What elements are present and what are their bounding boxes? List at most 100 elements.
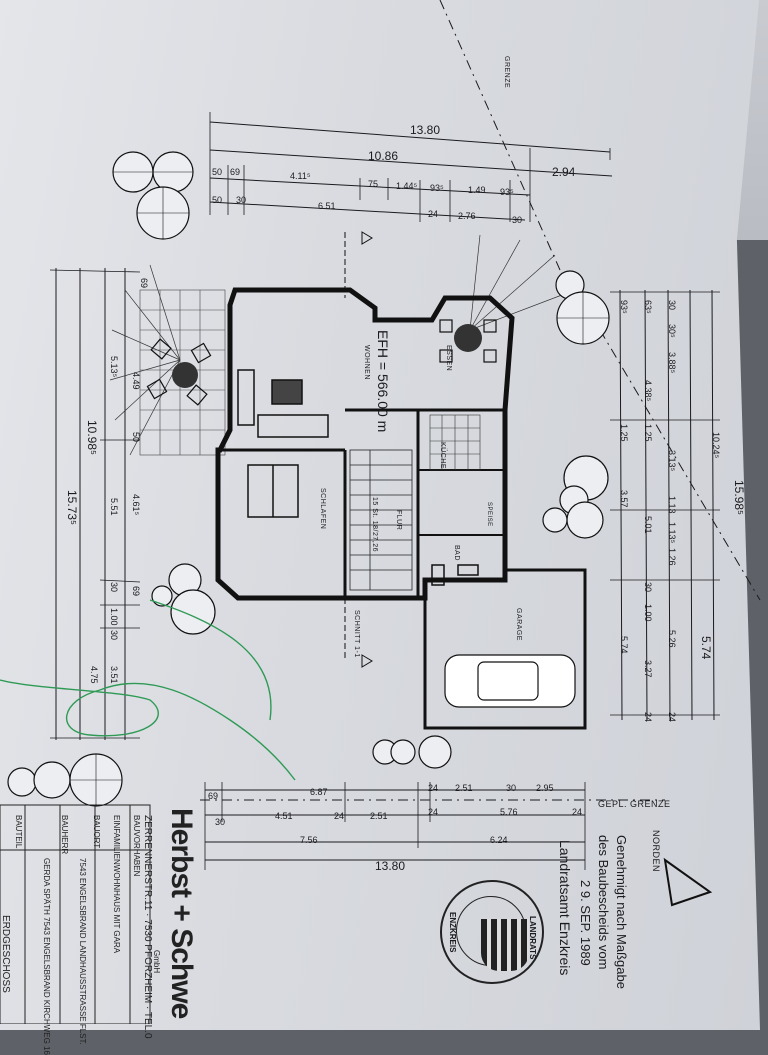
tb-label-bauvorhaben: BAUVORHABEN [132,815,141,877]
dim-left-10-98: 10.98⁵ [85,420,99,456]
dim-right-93: 93⁵ [619,300,629,314]
tb-label-bauherr: BAUHERR [60,815,69,855]
dim-right-5-01: 5.01 [643,516,653,534]
dim-right-overall: 15.98⁵ [732,480,746,516]
dim-bottom-7-56: 7.56 [300,835,318,845]
dim-right-4-38: 4.38⁵ [643,380,653,402]
tb-value-bauvorhaben: EINFAMILIENWOHNHAUS MIT GARA [112,815,121,954]
dim-right-3-27: 3.27 [643,660,653,678]
room-label-kueche: KÜCHE [439,442,446,470]
green-pen-scribble [0,599,296,781]
approval-date: 2 9. SEP. 1989 [578,880,593,966]
dim-left-overall: 15.73⁵ [65,490,79,526]
company-name: Herbst + Schwe [165,808,198,1019]
room-label-garage: GARAGE [515,608,522,641]
dim-right-5-74a: 5.74 [619,636,629,654]
dim-bottom4-2-51: 2.51 [370,811,388,821]
dim-right-5-26: 5.26 [667,630,677,648]
dim-top4-50: 50 [212,195,223,205]
dim-right-1-25b: 1.25 [643,424,653,442]
approval-line-2: des Baubescheids vom [596,835,611,970]
approval-authority: Landratsamt Enzkreis [557,840,573,976]
official-seal: LANDRATS ENZKREIS [440,880,544,984]
dim-bottom-6-24: 6.24 [490,835,508,845]
dim-top4-6-51: 6.51 [318,201,336,211]
schnitt-label: SCHNITT 1-1 [353,610,360,658]
dining-table [454,324,482,352]
dim-bottom3-30: 30 [506,783,517,793]
dim-bottom-overall: 13.80 [375,859,406,873]
dim-bottom3-24: 24 [428,783,439,793]
north-arrow-icon [663,857,713,907]
dim-right-10-24: 10.24⁵ [711,432,721,459]
grenze-label-top: GRENZE [503,56,510,89]
dim-top4-24: 24 [428,209,439,219]
dim-left-30: 30 [109,582,119,593]
dim-top-69: 69 [230,167,241,177]
dim-bottom4-30: 30 [215,817,226,827]
dim-top4-2-76: 2.76 [458,211,476,221]
dim-right-5-74b: 5.74 [699,636,713,660]
dim-bottom4-24b: 24 [428,807,439,817]
seal-text-top: LANDRATS [528,916,537,960]
tb-value-bauort: 7543 ENGELSBRAND LANDHAUSSTRASSE FLST. [78,858,87,1045]
seal-inner-ring [456,896,529,971]
garage-car [444,654,576,708]
dim-overall-top: 13.80 [410,123,441,137]
dim-top-75: 75 [368,179,379,189]
dim-bottom3-6-87: 6.87 [310,787,328,797]
tb-value-bauteil: ERDGESCHOSS [0,915,11,993]
dim-left-5-51: 5.51 [109,498,119,516]
company-address: ZERRENNERSTR.11 · 7530 PFORZHEIM · TEL.0 [142,815,153,1039]
dim-left-69b: 69 [131,586,141,597]
dim-right-1-25a: 1.25 [619,424,629,442]
dim-right-1-26: 1.26 [667,548,677,566]
seal-text-bottom: ENZKREIS [448,912,457,953]
dim-left-5-13: 5.13⁵ [109,356,119,378]
dim-top-93a: 93⁵ [430,183,444,193]
dim-top4-30: 30 [236,195,247,205]
floor-plan-drawing [0,0,761,907]
terrace-table [172,362,198,388]
dim-left-4-75: 4.75 [89,666,99,684]
north-label: NORDEN [651,830,661,873]
dim-left-1-00: 1.00 [109,608,119,626]
stairs-label: 15 St. 18/27,26 [371,497,378,552]
dim-bottom4-4-51: 4.51 [275,811,293,821]
company-suffix: GmbH [152,950,161,974]
dim-top-1-49: 1.49 [468,185,486,195]
dim-top-2-94: 2.94 [552,165,576,179]
dim-right-30: 30 [667,300,677,311]
dim-top-10-86: 10.86 [368,149,399,163]
room-label-speise: SPEISE [486,502,492,527]
dim-bottom4-24c: 24 [572,807,583,817]
dim-right-1-13: 1.13 [667,496,677,514]
dim-bottom4-24: 24 [334,811,345,821]
dim-top-1-44: 1.44⁵ [396,181,418,191]
dim-right-63: 63⁵ [643,300,653,314]
room-label-bad: BAD [453,545,460,561]
dim-right-3-57: 3.57 [619,490,629,508]
room-label-wohnen: WOHNEN [363,345,370,380]
dim-top-93b: 93⁵ [500,187,514,197]
dim-right-24b: 24 [667,712,677,723]
dim-right-3-13: 3.13⁵ [667,450,677,472]
dim-left-69: 69 [139,278,149,289]
dim-right-30b: 30 [643,582,653,593]
tb-label-bauteil: BAUTEIL [14,815,23,849]
dim-bottom3-2-95: 2.95 [536,783,554,793]
dim-top-50: 50 [212,167,223,177]
tb-label-bauort: BAUORT [92,815,101,849]
dim-left-4-49: 4.49 [131,372,141,390]
dim-top4-30b: 30 [512,215,523,225]
dim-bottom3-69: 69 [208,791,219,801]
room-label-flur: FLUR [395,510,402,531]
dim-bottom4-5-76: 5.76 [500,807,518,817]
dim-right-30-5: 30⁵ [667,324,677,338]
dim-left-4-61: 4.61⁵ [131,494,141,516]
dim-top-4-11: 4.11⁵ [290,171,311,181]
room-label-schlafen: SCHLAFEN [319,488,326,530]
tb-value-bauherr: GERDA SPÄTH 7543 ENGELSBRAND KIRCHWEG 16 [42,858,51,1055]
efh-level: EFH = 566.00 m [375,330,391,433]
dim-left-30b: 30 [109,630,119,641]
